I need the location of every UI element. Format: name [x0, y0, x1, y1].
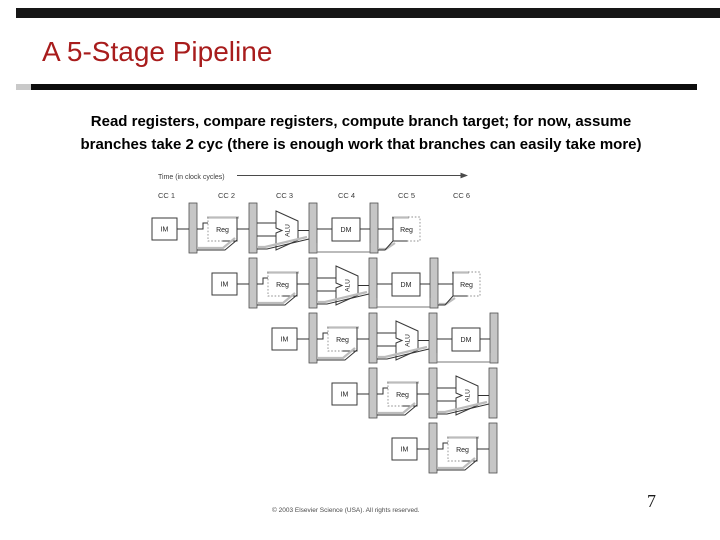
title-rule-cap: [16, 84, 31, 90]
wire-soft: [438, 457, 476, 470]
pipeline-row: IM Reg: [391, 422, 498, 474]
wire-soft: [257, 235, 308, 249]
wire-soft: [258, 292, 296, 305]
pipeline-register-bar: [489, 312, 499, 364]
dm-label: DM: [461, 337, 472, 344]
wire: [282, 272, 298, 297]
clock-cycle-label: CC 5: [398, 191, 415, 200]
alu-label: ALU: [405, 334, 412, 347]
wire: [317, 349, 358, 361]
pipeline-row: IM Reg ALU: [331, 367, 498, 419]
im-label: IM: [281, 337, 289, 344]
alu-label: ALU: [345, 279, 352, 292]
reg-label: Reg: [396, 392, 409, 399]
copyright-text: © 2003 Elsevier Science (USA). All right…: [272, 507, 420, 514]
dm-bypass-wire: [376, 298, 431, 308]
dm-label: DM: [401, 282, 412, 289]
page-title: A 5-Stage Pipeline: [42, 36, 273, 67]
page-number: 7: [647, 491, 656, 511]
pipeline-row: IM Reg ALU DM: [271, 312, 499, 364]
dotted-edge: [207, 217, 223, 242]
wire-soft: [378, 402, 416, 415]
clock-cycle-label: CC 3: [276, 191, 293, 200]
wire: [317, 332, 328, 340]
wire: [377, 404, 418, 416]
wire: [342, 327, 358, 352]
pipeline-register-bar: [308, 202, 318, 254]
wire: [437, 459, 478, 471]
reg-label: Reg: [400, 227, 413, 234]
dm-bypass-wire: [316, 243, 371, 253]
title-rule: [31, 84, 697, 90]
pipeline-register-bar: [368, 367, 378, 419]
wire-soft: [377, 345, 428, 359]
pipeline-row: IM Reg ALU DM Reg: [211, 257, 481, 309]
dotted-edge: [267, 272, 283, 297]
dotted-edge: [447, 437, 463, 462]
wire: [438, 295, 454, 306]
pipeline-register-bar: [428, 422, 438, 474]
wire: [377, 348, 430, 360]
wire-soft: [198, 237, 236, 250]
pipeline-row: IM Reg ALU DM Reg: [151, 202, 421, 254]
wire-soft: [317, 290, 368, 304]
clock-cycle-label: CC 6: [453, 191, 470, 200]
wire: [257, 277, 268, 285]
reg-label: Reg: [456, 447, 469, 454]
alu-label: ALU: [465, 389, 472, 402]
wire: [222, 217, 238, 242]
wire: [437, 442, 448, 450]
pipeline-register-bar: [428, 367, 438, 419]
wire-soft: [318, 347, 356, 360]
wire: [197, 239, 238, 251]
wire: [437, 403, 490, 415]
wire: [377, 387, 388, 395]
pipeline-register-bar: [248, 202, 258, 254]
dotted-edge: [467, 271, 481, 297]
wire: [257, 294, 298, 306]
pipeline-register-bar: [368, 257, 378, 309]
pipeline-register-bar: [188, 202, 198, 254]
dotted-edge: [407, 216, 421, 242]
im-label: IM: [401, 447, 409, 454]
pipeline-register-bar: [248, 257, 258, 309]
im-label: IM: [341, 392, 349, 399]
clock-cycle-label: CC 2: [218, 191, 235, 200]
pipeline-register-bar: [308, 257, 318, 309]
dotted-edge: [387, 382, 403, 407]
pipeline-register-bar: [488, 422, 498, 474]
wire-soft: [437, 400, 488, 414]
body-text: Read registers, compare registers, compu…: [36, 110, 686, 156]
body-text-line-2: branches take 2 cyc (there is enough wor…: [80, 136, 642, 153]
reg-label: Reg: [216, 227, 229, 234]
dotted-edge: [327, 327, 343, 352]
pipeline-register-bar: [488, 367, 498, 419]
top-border-bar: [16, 8, 720, 18]
pipeline-register-bar: [368, 312, 378, 364]
wire: [402, 382, 418, 407]
clock-cycle-label: CC 4: [338, 191, 355, 200]
reg-label: Reg: [276, 282, 289, 289]
wire: [257, 238, 310, 250]
dm-bypass-wire: [436, 353, 491, 363]
wire: [197, 222, 208, 230]
reg-label: Reg: [460, 282, 473, 289]
pipeline-register-bar: [429, 257, 439, 309]
dm-label: DM: [341, 227, 352, 234]
wire: [378, 240, 394, 251]
pipeline-diagram: Time (in clock cycles) CC 1 CC 2 CC 3 CC 4 CC…: [151, 172, 499, 474]
pipeline-register-bar: [308, 312, 318, 364]
time-axis-label: Time (in clock cycles): [158, 174, 225, 181]
body-text-line-1: Read registers, compare registers, compu…: [90, 113, 632, 130]
im-label: IM: [221, 282, 229, 289]
right-arrow-icon: [460, 172, 468, 179]
im-label: IM: [161, 227, 169, 234]
reg-label: Reg: [336, 337, 349, 344]
pipeline-register-bar: [369, 202, 379, 254]
wire: [462, 437, 478, 462]
wire: [317, 293, 370, 305]
pipeline-register-bar: [428, 312, 438, 364]
clock-cycle-label: CC 1: [158, 191, 175, 200]
alu-label: ALU: [285, 224, 292, 237]
